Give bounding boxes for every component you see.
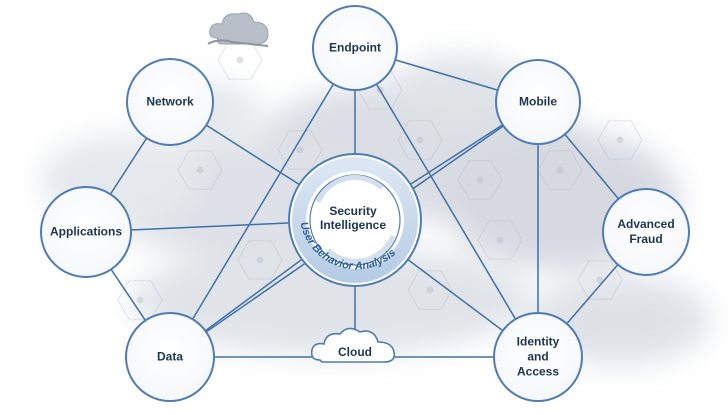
- diagram-nodes: [40, 5, 690, 402]
- hex-cell: [477, 220, 523, 260]
- node-network: [126, 58, 214, 146]
- node-label-advanced-fraud: Advanced Fraud: [617, 217, 675, 246]
- center-arc: [315, 174, 384, 204]
- center-hub: User Behavior Analysis: [288, 153, 422, 287]
- cloud-label: Cloud: [338, 345, 372, 359]
- center-title: Security Intelligence: [319, 204, 387, 232]
- hex-dot: [196, 166, 204, 174]
- hex-dot: [426, 286, 434, 294]
- hex-cell: [397, 120, 443, 160]
- hex-cell: [177, 150, 223, 190]
- hex-dot: [416, 136, 424, 144]
- hex-dot: [236, 56, 244, 64]
- hex-cell: [407, 270, 453, 310]
- hex-dot: [616, 136, 624, 144]
- node-label-mobile: Mobile: [519, 94, 557, 109]
- hex-cell: [277, 130, 323, 170]
- node-endpoint: [312, 5, 398, 91]
- hex-dot: [596, 276, 604, 284]
- node-label-identity-access: Identity and Access: [516, 334, 560, 379]
- cloud-icon: [207, 12, 269, 47]
- node-data: [125, 312, 215, 402]
- node-label-network: Network: [146, 94, 194, 109]
- hex-dot: [476, 176, 484, 184]
- hex-cell: [237, 240, 283, 280]
- link-endpoint-data: [169, 47, 356, 358]
- node-applications: [40, 186, 132, 278]
- center-arc: [326, 234, 396, 264]
- node-label-endpoint: Endpoint: [329, 40, 381, 55]
- link-endpoint-identity-access: [354, 47, 539, 358]
- hex-dot: [496, 236, 504, 244]
- hex-cell: [457, 160, 503, 200]
- hex-dot: [556, 166, 564, 174]
- hex-cell: [577, 260, 623, 300]
- hex-cell: [597, 120, 643, 160]
- node-identity-access: [493, 312, 583, 402]
- node-label-data: Data: [156, 349, 184, 364]
- cloud-node: [310, 327, 396, 363]
- node-advanced-fraud: [602, 188, 690, 276]
- node-mobile: [495, 59, 581, 145]
- hexagon-mesh: [117, 40, 643, 320]
- hex-dot: [256, 256, 264, 264]
- node-label-applications: Applications: [49, 224, 123, 239]
- hex-dot: [296, 146, 304, 154]
- hex-dot: [136, 296, 144, 304]
